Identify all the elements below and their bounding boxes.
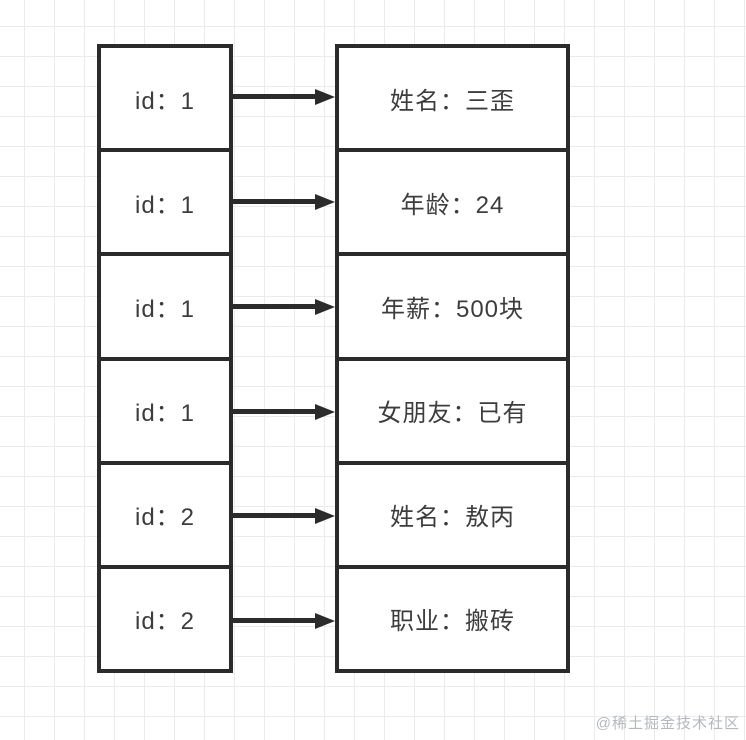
id-cell: id：1 (101, 256, 229, 361)
attribute-cell: 姓名：三歪 (339, 48, 566, 153)
attribute-cell: 年薪：500块 (339, 256, 566, 361)
id-cell: id：2 (101, 568, 229, 670)
arrow-right-icon (233, 612, 335, 629)
arrow-right-icon (233, 298, 335, 315)
watermark: @稀土掘金技术社区 (595, 715, 740, 732)
id-cell: id：1 (101, 152, 229, 257)
id-column: id：1 id：1 id：1 id：1 id：2 id：2 (97, 44, 233, 673)
id-cell: id：2 (101, 464, 229, 569)
attribute-cell: 女朋友：已有 (339, 360, 566, 465)
attribute-column: 姓名：三歪 年龄：24 年薪：500块 女朋友：已有 姓名：敖丙 职业：搬砖 (335, 44, 570, 673)
attribute-cell: 职业：搬砖 (339, 568, 566, 670)
id-cell: id：1 (101, 48, 229, 153)
attribute-cell: 姓名：敖丙 (339, 464, 566, 569)
arrow-right-icon (233, 403, 335, 420)
attribute-cell: 年龄：24 (339, 152, 566, 257)
arrow-right-icon (233, 507, 335, 524)
arrow-right-icon (233, 193, 335, 210)
arrow-right-icon (233, 88, 335, 105)
id-cell: id：1 (101, 360, 229, 465)
